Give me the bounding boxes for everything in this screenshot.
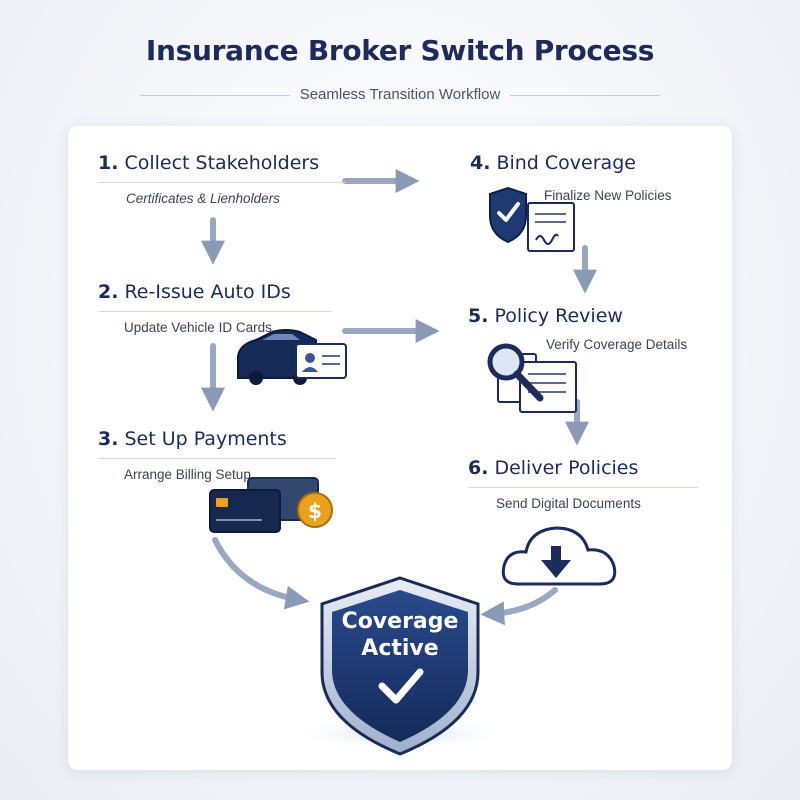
arrow-6-to-final — [480, 587, 558, 626]
credit-card-dollar-icon: $ — [209, 477, 333, 533]
step-3-title-row: 3.Set Up Payments — [98, 428, 336, 450]
step-3-divider — [98, 458, 336, 459]
step-6: 6.Deliver Policies Send Digital Document… — [468, 457, 698, 511]
arrow-3-to-final — [212, 537, 310, 610]
shield-document-icon — [489, 186, 575, 252]
step-1-number: 1. — [98, 152, 119, 174]
page-subtitle: Seamless Transition Workflow — [139, 86, 660, 103]
step-5-title-row: 5.Policy Review — [468, 305, 688, 327]
step-5-description: Verify Coverage Details — [546, 337, 688, 352]
step-2-description: Update Vehicle ID Cards — [124, 320, 272, 335]
coverage-active-text: Coverage Active — [330, 608, 470, 662]
step-6-number: 6. — [468, 457, 489, 479]
step-4: 4.Bind Coverage Finalize New Policies — [470, 152, 690, 203]
step-6-title: Deliver Policies — [494, 457, 639, 479]
coverage-active-line1: Coverage — [341, 609, 459, 634]
coverage-active-line2: Active — [361, 636, 439, 661]
step-4-title: Bind Coverage — [496, 152, 636, 174]
step-1-title: Collect Stakeholders — [124, 152, 320, 174]
step-6-title-row: 6.Deliver Policies — [468, 457, 698, 479]
step-6-description: Send Digital Documents — [496, 496, 641, 511]
step-1-title-row: 1.Collect Stakeholders — [98, 152, 346, 174]
step-4-number: 4. — [470, 152, 491, 174]
step-2-title: Re-Issue Auto IDs — [124, 281, 291, 303]
car-id-card-icon — [237, 329, 347, 385]
step-3-title: Set Up Payments — [124, 428, 287, 450]
step-3: 3.Set Up Payments Arrange Billing Setup — [98, 428, 336, 482]
step-4-description: Finalize New Policies — [544, 188, 672, 203]
step-5: 5.Policy Review Verify Coverage Details — [468, 305, 688, 352]
step-2-divider — [98, 311, 332, 312]
step-3-number: 3. — [98, 428, 119, 450]
svg-text:$: $ — [308, 499, 322, 523]
coverage-active-shield — [290, 576, 510, 756]
cloud-download-icon — [501, 526, 617, 586]
subtitle-wrap: Seamless Transition Workflow — [0, 86, 800, 104]
page-title: Insurance Broker Switch Process — [145, 34, 655, 67]
step-1: 1.Collect Stakeholders Certificates & Li… — [98, 152, 346, 206]
step-1-divider — [98, 182, 346, 183]
step-5-number: 5. — [468, 305, 489, 327]
magnifier-document-icon — [487, 343, 577, 413]
step-3-description: Arrange Billing Setup — [124, 467, 251, 482]
step-5-title: Policy Review — [494, 305, 623, 327]
step-2-title-row: 2.Re-Issue Auto IDs — [98, 281, 332, 303]
step-1-description: Certificates & Lienholders — [126, 191, 280, 206]
step-2: 2.Re-Issue Auto IDs Update Vehicle ID Ca… — [98, 281, 332, 335]
step-2-number: 2. — [98, 281, 119, 303]
step-6-divider — [468, 487, 698, 488]
step-4-title-row: 4.Bind Coverage — [470, 152, 690, 174]
